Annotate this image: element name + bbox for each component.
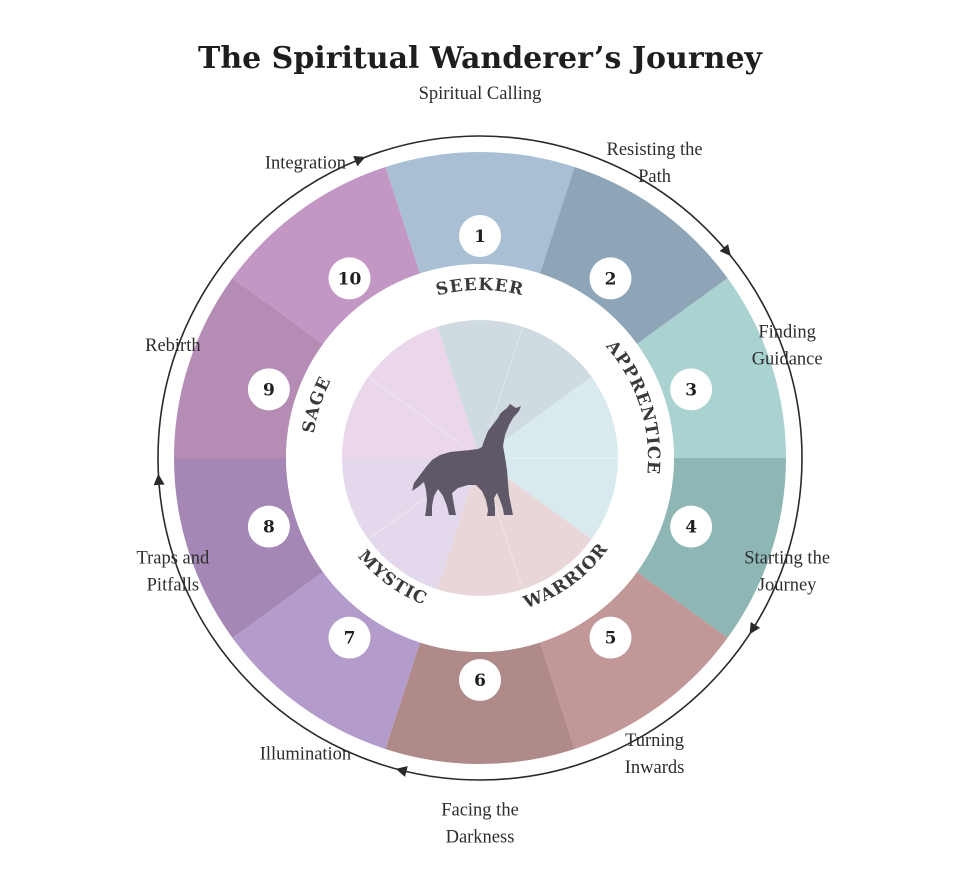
stage-label-7: Illumination: [260, 744, 351, 764]
step-badge-circle: [670, 368, 713, 411]
step-badge-5: 5: [589, 616, 632, 659]
stage-label-9: Rebirth: [145, 336, 201, 356]
page-title: The Spiritual Wanderer’s Journey: [198, 41, 764, 76]
step-number: 3: [685, 380, 697, 400]
step-badge-circle: [328, 616, 371, 659]
step-segment-9: [174, 278, 324, 458]
step-badge-circle: [459, 659, 501, 701]
step-number: 4: [685, 518, 697, 538]
direction-arrow-icon: [395, 766, 408, 777]
stage-label-10: Integration: [265, 154, 346, 174]
journey-path-ring: [157, 135, 803, 781]
step-segment-8: [174, 458, 324, 638]
step-number: 2: [605, 269, 617, 289]
inner-wedge-sage: [342, 326, 480, 458]
step-badge-circle: [589, 257, 632, 300]
step-segment-5: [539, 572, 728, 750]
direction-arrow-icon: [719, 244, 731, 257]
step-badge-3: 3: [670, 368, 713, 411]
step-number: 8: [263, 518, 275, 538]
step-badge-7: 7: [328, 616, 371, 659]
step-badge-8: 8: [247, 505, 290, 548]
inner-wedge-apprentice: [480, 376, 618, 540]
step-badge-circle: [589, 616, 632, 659]
direction-arrow-icon: [749, 621, 761, 635]
step-badge-circle: [670, 505, 713, 548]
step-segment-1: [385, 151, 575, 274]
step-segment-3: [636, 278, 786, 458]
step-badge-circle: [459, 215, 501, 257]
step-badge-1: 1: [459, 215, 501, 257]
step-segment-2: [539, 166, 728, 344]
step-number: 1: [474, 227, 486, 247]
stage-label-1: Spiritual Calling: [419, 84, 542, 104]
step-segment-4: [636, 458, 787, 638]
step-badge-circle: [247, 368, 290, 411]
step-badge-4: 4: [670, 505, 713, 548]
inner-wedge-seeker: [437, 320, 592, 458]
step-segment-6: [385, 642, 575, 764]
step-number: 5: [605, 629, 617, 649]
step-badge-6: 6: [459, 659, 501, 701]
step-number: 10: [338, 269, 362, 289]
step-segment-10: [232, 166, 421, 344]
howling-wolf-icon: [412, 404, 521, 516]
step-badge-2: 2: [589, 257, 632, 300]
direction-arrow-icon: [153, 473, 165, 486]
step-segment-7: [232, 572, 421, 750]
step-badge-9: 9: [247, 368, 290, 411]
step-number: 6: [474, 671, 486, 691]
inner-divider: [368, 376, 481, 459]
direction-arrow-icon: [353, 155, 366, 167]
step-badge-circle: [247, 505, 290, 548]
step-number: 7: [344, 629, 356, 649]
inner-wedge-warrior: [437, 458, 592, 596]
step-badge-circle: [328, 257, 371, 300]
step-badge-10: 10: [328, 257, 371, 300]
step-number: 9: [263, 380, 275, 400]
